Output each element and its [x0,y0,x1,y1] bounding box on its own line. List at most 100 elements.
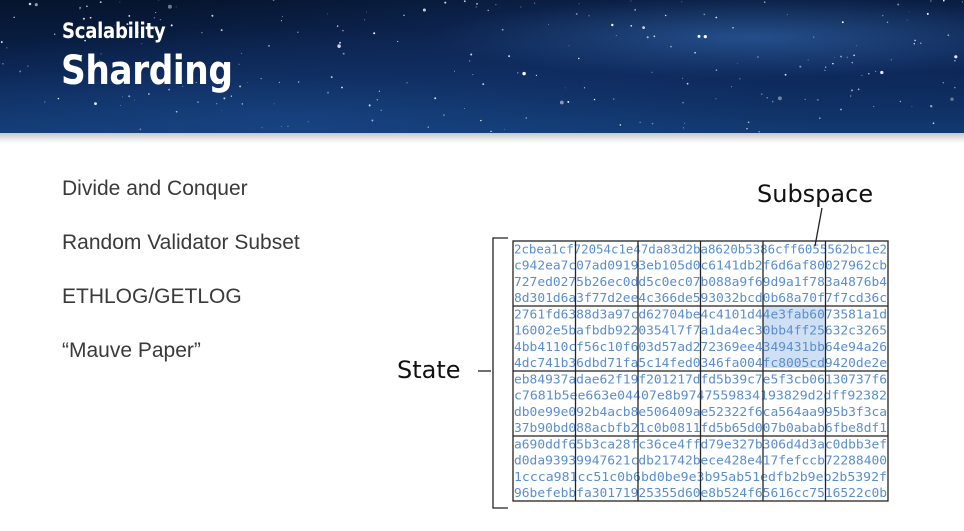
star [682,101,684,104]
star [337,44,341,48]
star [522,71,526,76]
star [94,102,97,105]
star [503,128,505,130]
star [297,31,299,34]
star [567,100,570,103]
star [470,53,473,56]
bullet-item: ETHLOG/GETLOG [62,285,242,308]
star [341,86,343,89]
star [508,55,511,58]
star [192,69,194,71]
star [297,81,300,83]
starfield-background [0,0,964,133]
star [79,6,82,9]
star [962,1,964,3]
star [646,36,649,39]
star [241,103,244,105]
star [832,62,834,65]
star [880,70,884,75]
star [122,96,124,98]
star [926,12,929,15]
star [715,69,718,71]
star [403,14,405,17]
star [630,0,632,2]
slide-title: Sharding [61,48,233,94]
star [841,21,844,24]
star [239,85,242,88]
star [886,21,889,24]
star [807,59,809,61]
bullet-item: Divide and Conquer [62,177,248,200]
star [89,16,92,19]
star [920,42,922,44]
state-bracket [492,237,508,509]
star [736,62,738,64]
star [197,101,199,103]
star [766,97,768,99]
star [929,104,933,108]
star [223,97,226,100]
star [67,28,70,31]
star [453,70,455,72]
star [665,14,667,17]
star [476,3,478,5]
star [747,121,750,124]
star [342,52,345,55]
star [86,5,88,8]
star [942,82,944,84]
star [953,86,956,89]
star [867,72,870,75]
star [906,19,908,21]
star [307,121,309,123]
star [578,3,580,5]
star [464,108,465,109]
star [261,127,263,129]
star [593,98,596,101]
subspace-highlight [763,306,825,368]
star [899,100,902,103]
star [223,72,225,74]
star [634,9,636,11]
star [525,117,527,119]
star [799,65,802,68]
star [612,98,615,100]
star [670,45,672,48]
star [548,24,550,26]
star [158,0,160,1]
star [139,128,142,131]
star [28,2,32,6]
star [682,127,684,129]
star [642,26,645,29]
star [434,97,437,100]
star [137,31,139,33]
star [128,14,131,17]
star [397,40,399,43]
star [336,25,339,27]
star [119,1,121,3]
star [757,56,759,58]
star [930,0,932,2]
star [914,39,916,42]
star [731,86,733,88]
star [855,45,857,47]
star [82,17,85,20]
star [681,77,684,79]
star [873,105,875,108]
star [535,74,538,77]
star [444,1,447,4]
star [113,24,115,26]
star [853,54,855,57]
star [79,8,81,10]
subspace-label: Subspace [757,180,873,208]
star [875,70,877,72]
star [764,1,766,3]
star [182,85,184,87]
star [339,41,341,44]
star [739,78,741,80]
section-kicker: Scalability [62,19,166,43]
star [818,117,821,120]
star [99,59,100,61]
star [850,95,852,97]
star [120,104,122,107]
